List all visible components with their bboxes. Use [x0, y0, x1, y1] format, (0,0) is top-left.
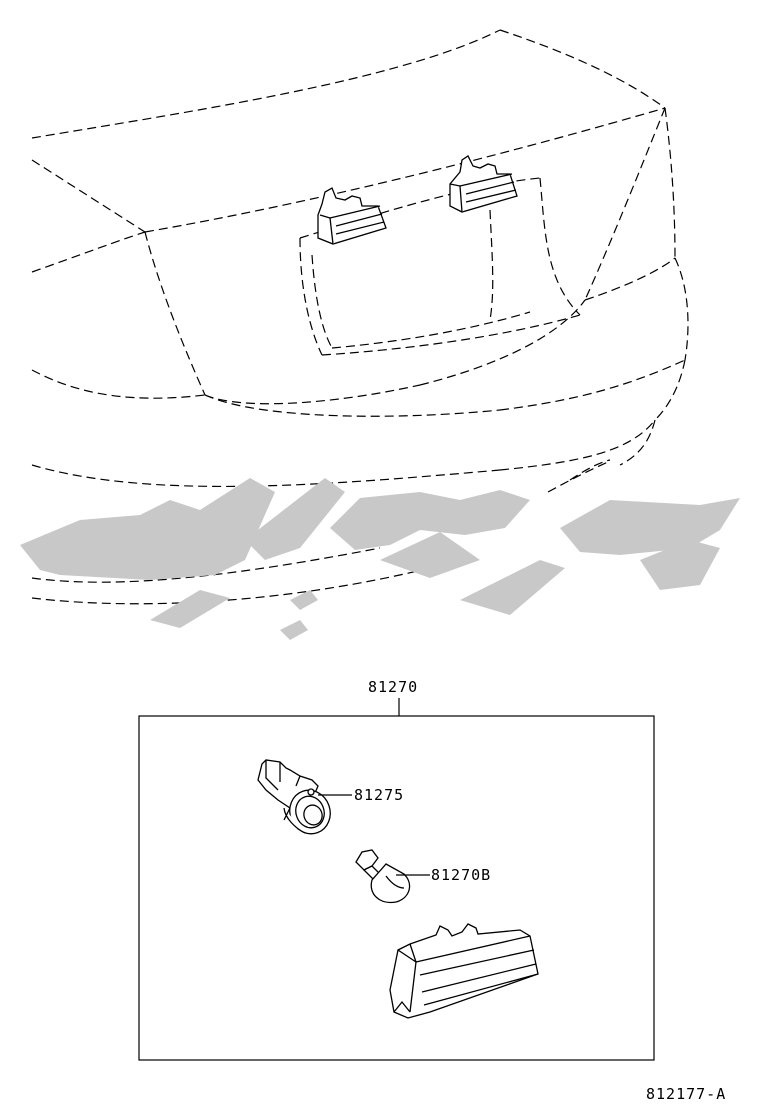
- watermark-logo: [20, 478, 740, 640]
- wedge-bulb-icon: [355, 849, 411, 904]
- part-number-bulb: 81270B: [431, 866, 492, 884]
- installed-lamp-right-icon: [449, 155, 518, 213]
- assembly-part-number: 81270: [368, 678, 419, 696]
- assembly-callout: [138, 698, 655, 1061]
- bulb-socket-icon: [257, 759, 331, 835]
- part-number-socket: 81275: [354, 786, 405, 804]
- license-plate-lamp-housing-icon: [389, 923, 539, 1019]
- installed-lamp-left-icon: [317, 187, 387, 245]
- illustration-code: 812177-A: [646, 1085, 727, 1103]
